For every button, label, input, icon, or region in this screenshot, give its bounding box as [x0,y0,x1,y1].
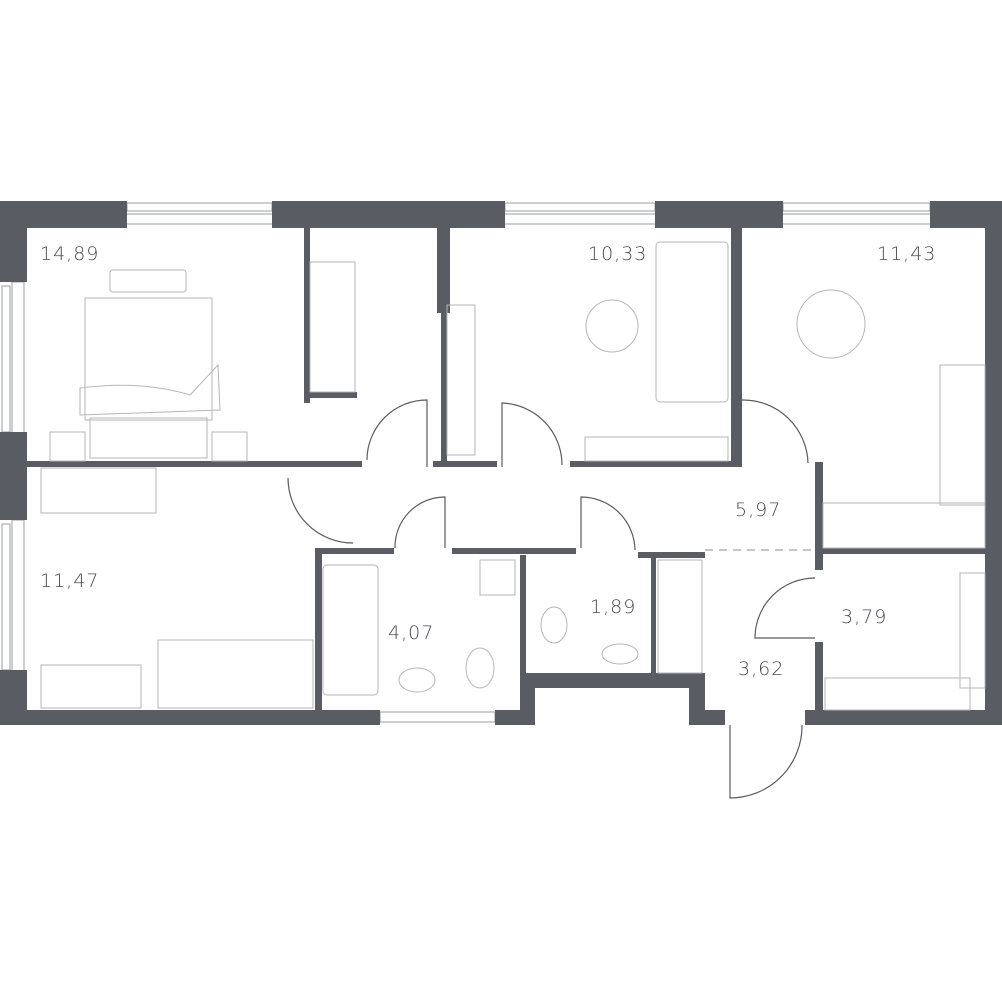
toilet-1 [465,647,495,689]
sink-1 [398,667,436,693]
wardrobe-1 [309,261,356,393]
room-area-kitchen: 11,43 [877,243,937,265]
doors [287,399,816,799]
toilet-2 [540,606,568,644]
dining-table [796,289,866,359]
tv-stand [446,304,476,456]
sink-2 [601,643,639,665]
furniture [40,241,986,711]
coffee-table [585,299,639,353]
headboard [109,269,187,293]
washing-machine [479,559,516,596]
sofa [655,241,729,403]
room-area-living-room: 10,33 [588,243,648,265]
bed-1 [79,297,221,421]
desk [40,467,157,514]
walls [0,201,1002,725]
room-area-entrance: 3,62 [738,658,785,680]
wardrobe-2 [657,559,703,674]
kitchen-counter [939,364,986,506]
room-area-wardrobe-room: 3,79 [841,606,888,628]
bathtub [322,564,379,696]
bench [40,664,142,709]
wardrobe-3 [824,677,971,711]
room-area-bathroom: 4,07 [388,622,435,644]
room-area-bedroom-1: 14,89 [40,243,100,265]
bed-2 [157,639,314,709]
room-area-bedroom-2: 11,47 [40,570,100,592]
room-area-hallway: 5,97 [735,499,782,521]
tv-cabinet [584,436,729,462]
room-area-toilet: 1,89 [590,596,637,618]
